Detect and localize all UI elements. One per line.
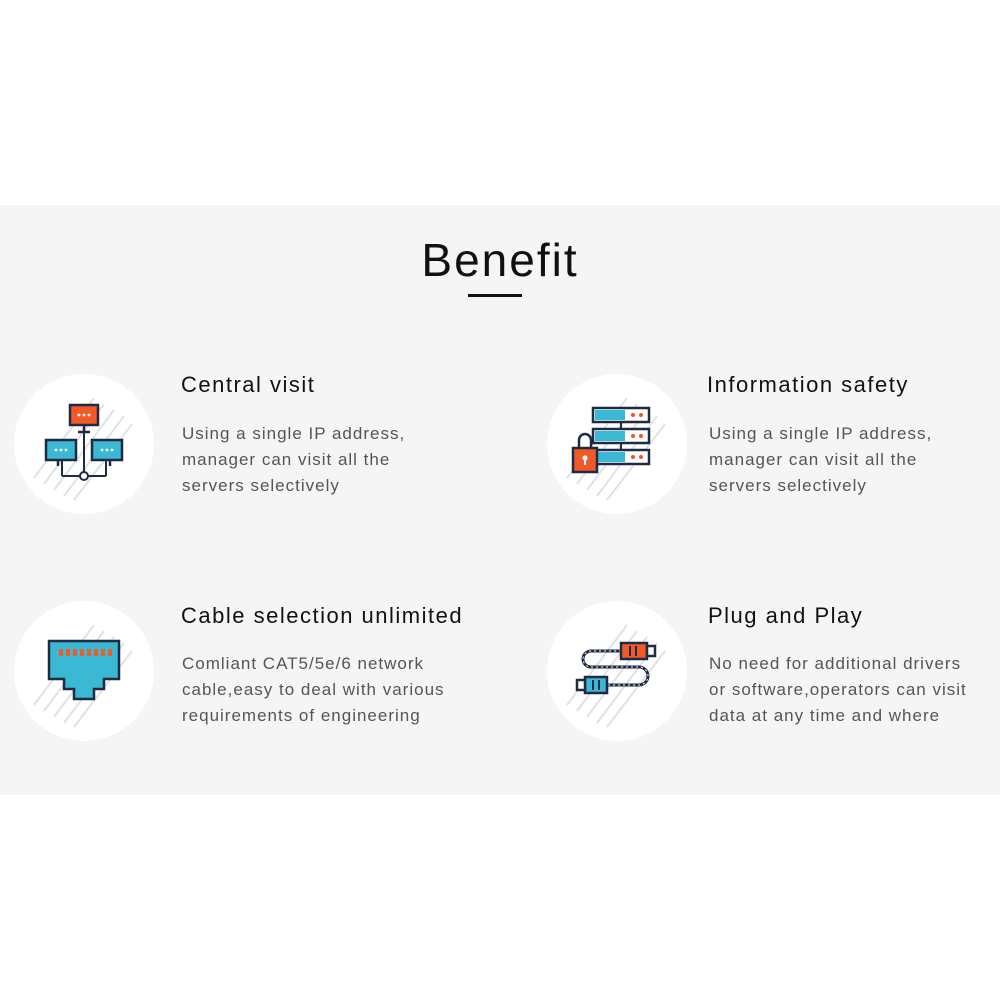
feature-desc-line: data at any time and where xyxy=(709,706,941,725)
benefit-panel xyxy=(0,205,1000,795)
feature-desc-line: manager can visit all the xyxy=(709,450,918,469)
feature-title: Cable selection unlimited xyxy=(181,603,464,628)
feature-title: Plug and Play xyxy=(708,603,864,628)
feature-desc-line: or software,operators can visit xyxy=(709,680,967,699)
feature-title: Central visit xyxy=(181,372,316,397)
feature-desc-line: cable,easy to deal with various xyxy=(182,680,445,699)
ethernet-port-icon xyxy=(14,601,154,741)
feature-desc-line: Comliant CAT5/5e/6 network xyxy=(182,654,425,673)
heading-underline xyxy=(468,294,522,297)
server-lock-icon xyxy=(547,374,687,514)
plug-cable-icon xyxy=(547,601,687,741)
feature-desc-line: servers selectively xyxy=(709,476,867,495)
feature-title: Information safety xyxy=(707,372,909,397)
feature-desc-line: servers selectively xyxy=(182,476,340,495)
feature-desc-line: requirements of engineering xyxy=(182,706,421,725)
network-computers-icon xyxy=(14,374,154,514)
section-heading: Benefit xyxy=(421,234,579,286)
feature-desc-line: No need for additional drivers xyxy=(709,654,962,673)
feature-desc-line: manager can visit all the xyxy=(182,450,391,469)
feature-desc-line: Using a single IP address, xyxy=(709,424,933,443)
feature-desc-line: Using a single IP address, xyxy=(182,424,406,443)
